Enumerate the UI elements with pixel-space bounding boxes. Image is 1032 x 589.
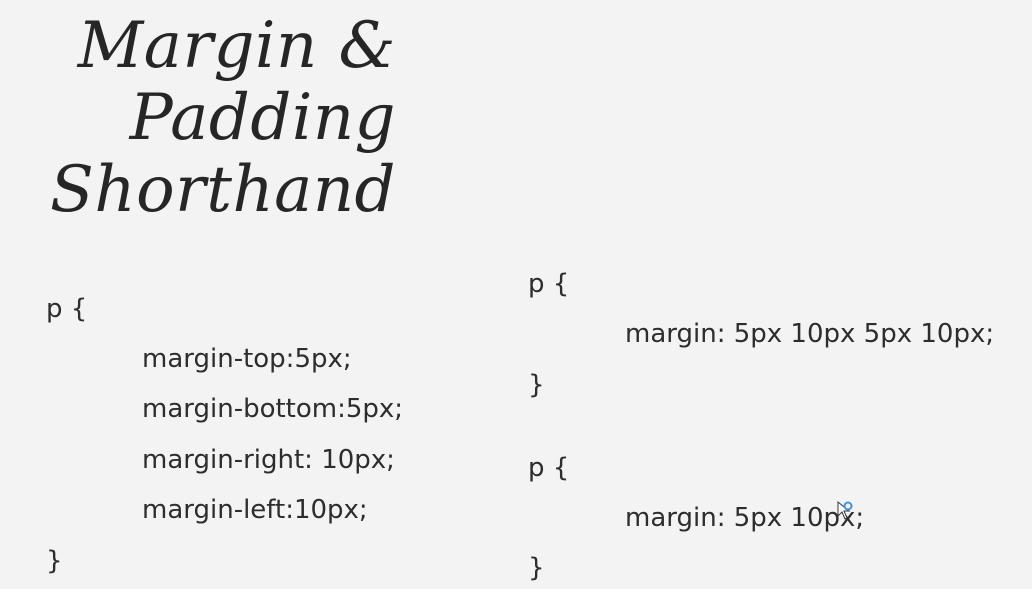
left-block-open: p { — [46, 294, 88, 324]
right-block-1-line: margin: 5px 10px 5px 10px; — [625, 319, 995, 349]
right-block-1-open: p { — [528, 269, 570, 299]
right-block-2-line: margin: 5px 10px; — [625, 503, 865, 533]
left-block-line-2: margin-bottom:5px; — [142, 394, 404, 424]
left-block-line-4: margin-left:10px; — [142, 495, 368, 525]
left-block-close: } — [46, 546, 63, 576]
mouse-pointer-icon — [836, 500, 856, 522]
right-block-2-close: } — [528, 553, 545, 583]
left-block-line-3: margin-right: 10px; — [142, 445, 395, 475]
title-line-3: Shorthand — [50, 153, 396, 227]
right-block-2-open: p { — [528, 453, 570, 483]
right-block-1-close: } — [528, 370, 545, 400]
slide-title: Margin & Padding Shorthand — [50, 10, 396, 226]
title-line-1: Margin & — [77, 9, 396, 83]
left-block-line-1: margin-top:5px; — [142, 344, 352, 374]
title-line-2: Padding — [129, 81, 396, 155]
